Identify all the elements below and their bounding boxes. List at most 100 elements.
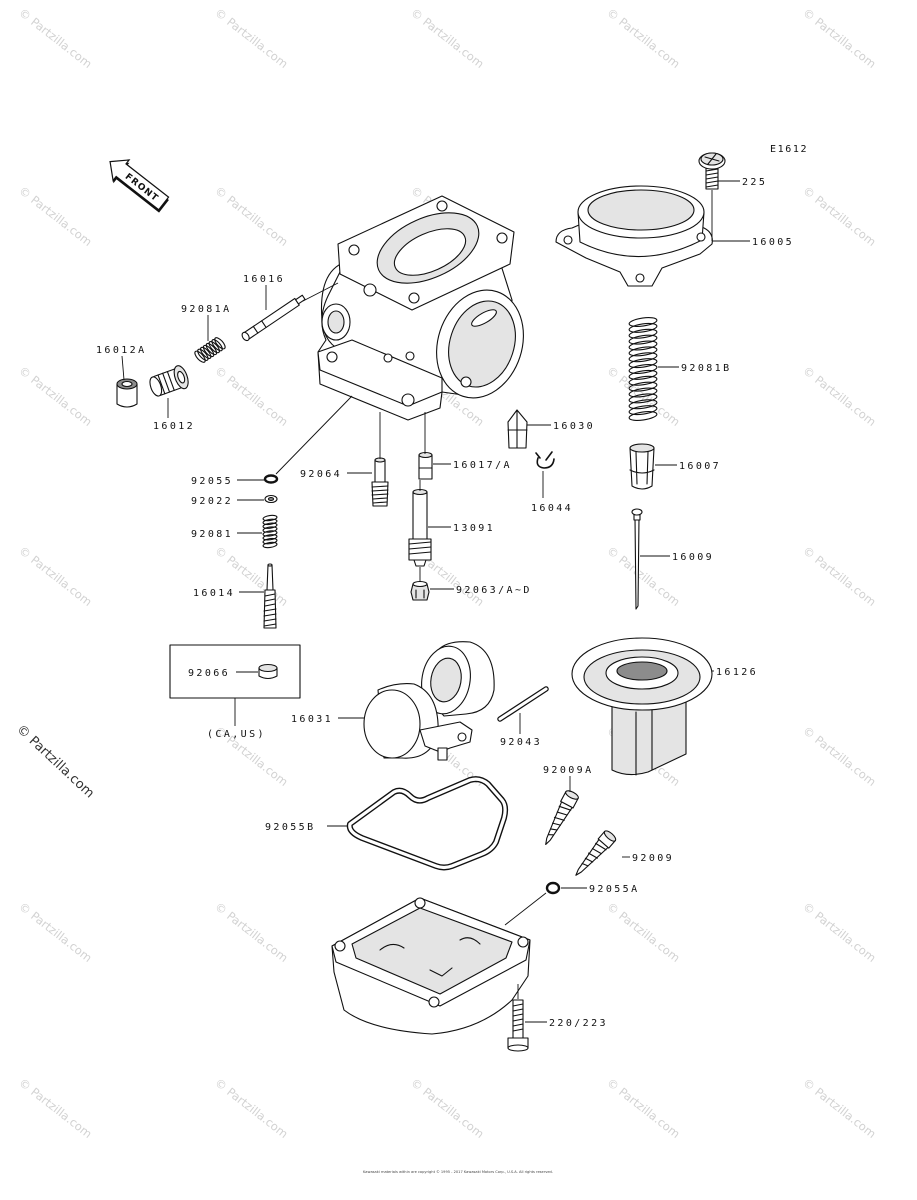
top-cover-16005 [555, 185, 713, 287]
bolt-220-223 [507, 999, 529, 1052]
spring-coil [262, 530, 278, 537]
label-16031: 16031 [291, 714, 333, 725]
diagram-ref-code: E1612 [770, 144, 808, 155]
main-jet-92063 [410, 580, 430, 601]
watermark: © Partzilla.com [212, 543, 291, 609]
watermark: © Partzilla.com [800, 5, 879, 71]
plug-16012-shape [149, 376, 163, 397]
label-16012: 16012 [153, 421, 195, 432]
float-pin-92043-shape [498, 687, 548, 721]
spring-coil [628, 334, 658, 345]
leader-line-float-bowl [504, 892, 547, 926]
spring-coil [262, 534, 278, 541]
watermark: © Partzilla.com [408, 1075, 487, 1141]
main-jet-92063-shape [412, 580, 428, 588]
top-cover-16005-shape [635, 273, 645, 283]
carburetor-body-shape [317, 339, 443, 407]
watermark: © Partzilla.com [408, 5, 487, 71]
label-13091: 13091 [453, 523, 495, 534]
front-arrow-icon: FRONT [109, 159, 170, 213]
mixture-screw-16014-shape [267, 563, 273, 567]
label-16126: 16126 [716, 667, 758, 678]
label-92055b: 92055B [265, 822, 316, 833]
float-bowl-shape [334, 940, 346, 952]
spring-coil [628, 387, 658, 398]
label-92022: 92022 [191, 496, 233, 507]
jet-16017a-shape [418, 454, 433, 480]
washer-92022 [264, 494, 278, 504]
needle-jet-13091-shape [408, 541, 432, 555]
diaphragm-piston-16126-shape [611, 689, 687, 776]
bolt-220-223-shape [512, 1003, 524, 1032]
float-16031 [363, 641, 495, 761]
spring-92081 [262, 514, 278, 549]
jet-16017a-shape [418, 451, 433, 459]
label-92081b: 92081B [681, 363, 732, 374]
float-bowl-shape [379, 937, 481, 977]
float-16031-shape [437, 747, 448, 761]
spring-seat-16007-shape [629, 447, 655, 490]
spring-coil [628, 364, 658, 374]
watermark: © Partzilla.com [16, 5, 95, 71]
watermark: © Partzilla.com [16, 899, 95, 965]
o-ring-92055a-shape [545, 881, 561, 895]
pilot-rod-16016-shape [252, 320, 267, 334]
leader-line-16016-body [302, 282, 339, 302]
watermark: © Partzilla.com [16, 1075, 95, 1141]
label-16017a: 16017/A [453, 460, 512, 471]
leader-line-92055-body [275, 395, 353, 475]
o-ring-92055 [263, 474, 279, 484]
label-16009: 16009 [672, 552, 714, 563]
watermark: © Partzilla.com [604, 5, 683, 71]
top-cover-16005-shape [563, 235, 573, 245]
screw-92009a [545, 790, 579, 845]
clip-16044 [535, 451, 555, 469]
carburetor-body-shape [408, 292, 420, 304]
spring-coil [262, 522, 278, 529]
screw-92009a-shape [548, 805, 572, 836]
carburetor-body-shape [363, 283, 377, 297]
needle-jet-13091-shape [412, 491, 428, 540]
pilot-jet-92064 [371, 457, 389, 507]
spring-coil [262, 514, 278, 522]
cap-16012a-shape [116, 383, 138, 408]
spring-coil [628, 352, 658, 363]
spring-coil [199, 346, 212, 360]
label-16007: 16007 [679, 461, 721, 472]
leader-lines [121, 180, 750, 1023]
label-92081a: 92081A [181, 304, 232, 315]
spring-coil [208, 340, 221, 354]
label-16014: 16014 [193, 588, 235, 599]
mixture-screw-16014-shape [266, 564, 274, 591]
spring-coil [628, 399, 658, 410]
watermark: © Partzilla.com [800, 899, 879, 965]
screw-225-shape [705, 168, 719, 188]
label-92066: 92066 [188, 668, 230, 679]
screw-92009-shape [575, 839, 609, 876]
label-92081: 92081 [191, 529, 233, 540]
spring-seat-16007-shape [629, 443, 655, 453]
float-bowl-shape [414, 897, 426, 909]
gasket-92055b [346, 776, 509, 871]
spring-coil [628, 340, 658, 351]
label-16005: 16005 [752, 237, 794, 248]
label-92055a: 92055A [589, 884, 640, 895]
spring-coil [262, 537, 278, 545]
spring-92081b [628, 317, 658, 421]
float-16031-shape [430, 657, 462, 703]
screw-92009a-shape [545, 801, 573, 845]
label-220-223: 220/223 [549, 1018, 608, 1029]
spring-coil [262, 518, 278, 526]
mixture-screw-16014-shape [263, 593, 277, 627]
carburetor-body-shape [326, 351, 338, 363]
label-92043: 92043 [500, 737, 542, 748]
float-bowl-shape [428, 996, 440, 1008]
spring-coil [262, 526, 278, 533]
needle-jet-13091 [408, 488, 432, 567]
spring-coil [214, 337, 226, 350]
watermark: © Partzilla.com [800, 723, 879, 789]
watermark: © Partzilla.com [800, 183, 879, 249]
spring-92081a [194, 337, 226, 363]
label-16016: 16016 [243, 274, 285, 285]
